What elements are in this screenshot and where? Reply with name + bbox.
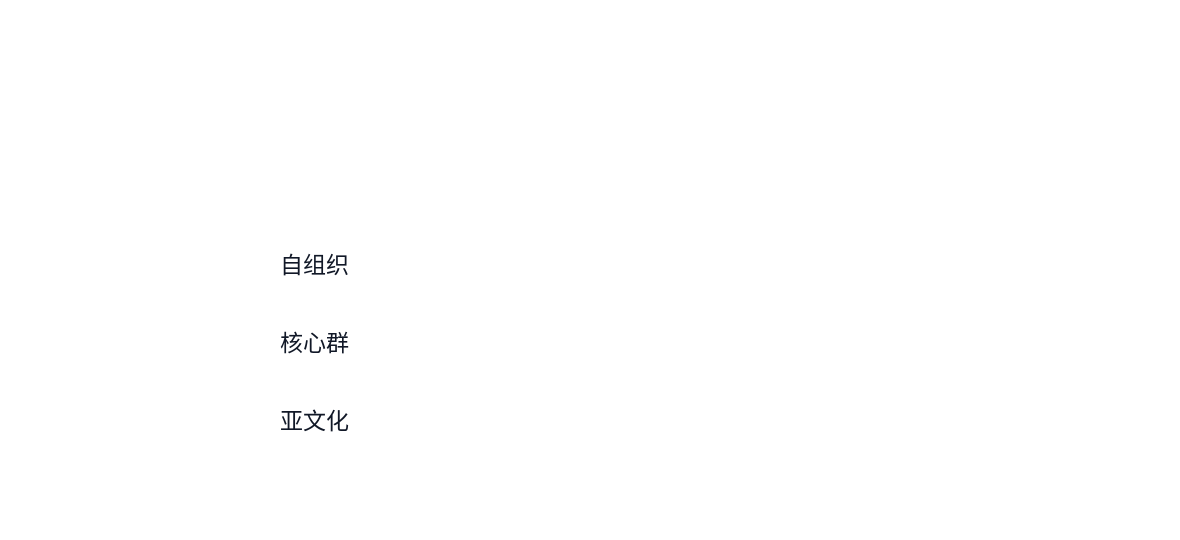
term-subculture: 亚文化: [280, 409, 349, 435]
term-self-organization: 自组织: [280, 253, 349, 279]
term-list: 自组织 核心群 亚文化: [280, 250, 349, 438]
term-core-group: 核心群: [280, 331, 349, 357]
